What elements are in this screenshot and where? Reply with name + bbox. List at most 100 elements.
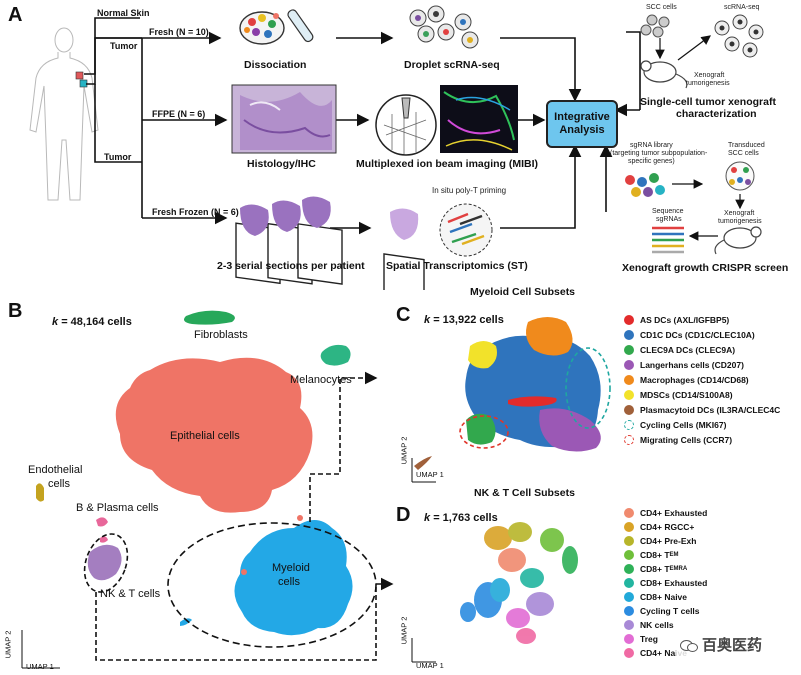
label-myeloid-2: cells <box>278 576 301 588</box>
legend-swatch <box>624 329 634 340</box>
legend-label: CD4+ Exhausted <box>640 507 708 518</box>
legend-item: CD8+ Exhausted <box>624 576 707 589</box>
panel-b-cell-count: k = 48,164 cells <box>52 316 132 328</box>
legend-label: CLEC9A DCs (CLEC9A) <box>640 344 736 355</box>
droplet-icon <box>409 5 479 49</box>
legend-label: CD1C DCs (CD1C/CLEC10A) <box>640 329 755 340</box>
migrating-outline <box>459 415 509 449</box>
panel-d-section-title: NK & T Cell Subsets <box>474 487 575 499</box>
legend-swatch <box>624 549 634 560</box>
xeno-title-2: characterization <box>676 108 757 120</box>
branch-normal-skin: Normal Skin <box>97 8 150 18</box>
legend-swatch <box>624 521 634 532</box>
legend-swatch <box>624 605 634 616</box>
label-fibroblasts: Fibroblasts <box>194 329 248 341</box>
xeno-tumorigenesis-2: tumorigenesis <box>686 80 730 87</box>
crispr-transduced-1: Transduced <box>728 142 765 149</box>
panel-c-k: k <box>424 314 431 326</box>
poly-t-probes-icon <box>447 212 485 246</box>
wechat-icon <box>680 638 698 652</box>
panel-b-axis-x: UMAP 1 <box>26 662 54 671</box>
legend-label: Migrating Cells (CCR7) <box>640 434 733 445</box>
legend-label: NK cells <box>640 619 674 630</box>
legend-item: Cycling Cells (MKI67) <box>624 418 726 431</box>
panel-d-legend: CD4+ Exhausted CD4+ RGCC+ CD4+ Pre-Exh C… <box>624 506 800 666</box>
panel-c-axis-x: UMAP 1 <box>416 470 444 479</box>
xeno-scc-cells: SCC cells <box>646 4 677 11</box>
panel-d-k-value: = 1,763 cells <box>433 512 498 524</box>
b-plasma-cluster <box>96 517 108 543</box>
sgrna-library-icon <box>625 173 665 197</box>
panel-a-letter: A <box>8 4 23 26</box>
legend-item: CD1C DCs (CD1C/CLEC10A) <box>624 328 755 341</box>
test-tube-icon <box>287 9 314 43</box>
legend-item: MDSCs (CD14/S100A8) <box>624 388 733 401</box>
legend-swatch <box>624 344 634 355</box>
tumor-marker <box>79 79 88 88</box>
mibi-image <box>440 85 518 153</box>
legend-swatch <box>624 507 634 518</box>
legend-label: Plasmacytoid DCs (IL3RA/CLEC4C <box>640 404 781 415</box>
crispr-library-2: (targeting tumor subpopulation- <box>610 150 708 157</box>
panel-b-k: k <box>52 316 59 328</box>
watermark-text: 百奥医药 <box>702 636 763 654</box>
legend-swatch <box>624 359 634 370</box>
panel-b-letter: B <box>8 300 23 322</box>
legend-sub: EMRA <box>669 565 688 572</box>
legend-label: CD4+ RGCC+ <box>640 521 695 532</box>
legend-item: Plasmacytoid DCs (IL3RA/CLEC4C <box>624 403 780 416</box>
step-mibi: Multiplexed ion beam imaging (MIBI) <box>356 158 539 170</box>
legend-item: CLEC9A DCs (CLEC9A) <box>624 343 735 356</box>
melanocytes-cluster <box>320 344 351 366</box>
legend-label: CD4+ Naive <box>640 647 688 658</box>
legend-swatch <box>624 535 634 546</box>
legend-item: CD4+ Pre-Exh <box>624 534 696 547</box>
legend-swatch <box>624 619 634 630</box>
legend-item: AS DCs (AXL/IGFBP5) <box>624 313 729 326</box>
legend-label: CD8+ T <box>640 549 670 560</box>
crispr-sequence-2: sgRNAs <box>656 216 682 223</box>
xeno-tumorigenesis-1: Xenograft <box>694 72 725 79</box>
endothelial-cluster <box>36 483 44 502</box>
label-nk-t: NK & T cells <box>100 588 161 600</box>
label-endothelial-2: cells <box>48 478 71 490</box>
legend-label: CD8+ Exhausted <box>640 577 708 588</box>
crispr-library-3: specific genes) <box>628 158 675 165</box>
panel-a-graphics <box>29 5 764 290</box>
panel-d-k: k <box>424 512 431 524</box>
crispr-library-1: sgRNA library <box>630 142 673 149</box>
legend-swatch <box>624 591 634 602</box>
panel-c-section-title: Myeloid Cell Subsets <box>470 286 576 298</box>
legend-item: Cycling T cells <box>624 604 700 617</box>
crispr-sequence-1: Sequence <box>652 208 684 215</box>
legend-swatch <box>624 577 634 588</box>
pdc-region <box>414 456 432 470</box>
panel-c-letter: C <box>396 304 411 326</box>
scc-cells-icon <box>640 14 670 38</box>
mouse-crispr-icon <box>714 226 762 255</box>
scrnaseq-droplets-icon <box>714 14 764 58</box>
panel-c-cell-count: k = 13,922 cells <box>424 314 504 326</box>
legend-label: CD8+ T <box>640 563 670 574</box>
panel-b-umap <box>21 310 394 669</box>
panel-c-k-value: = 13,922 cells <box>433 314 504 326</box>
panel-c-axis-y: UMAP 2 <box>399 436 409 465</box>
crispr-title: Xenograft growth CRISPR screen <box>622 262 789 274</box>
branch-fresh: Fresh (N = 10) <box>149 27 209 37</box>
step-poly-t: In situ poly-T priming <box>432 186 507 195</box>
panel-b-axis-y: UMAP 2 <box>3 630 13 659</box>
legend-item: Macrophages (CD14/CD68) <box>624 373 749 386</box>
label-endothelial-1: Endothelial <box>28 464 83 476</box>
legend-swatch <box>624 419 634 430</box>
label-melanocytes: Melanocytes <box>290 374 352 386</box>
legend-item: CD4+ Exhausted <box>624 506 707 519</box>
legend-item: Treg <box>624 632 658 645</box>
branch-fresh-frozen: Fresh Frozen (N = 6) <box>152 207 239 217</box>
legend-swatch <box>624 633 634 644</box>
legend-item: NK cells <box>624 618 674 631</box>
nk-t-outline <box>83 533 129 593</box>
label-b-plasma: B & Plasma cells <box>76 502 159 514</box>
langerhans-region <box>539 408 601 452</box>
